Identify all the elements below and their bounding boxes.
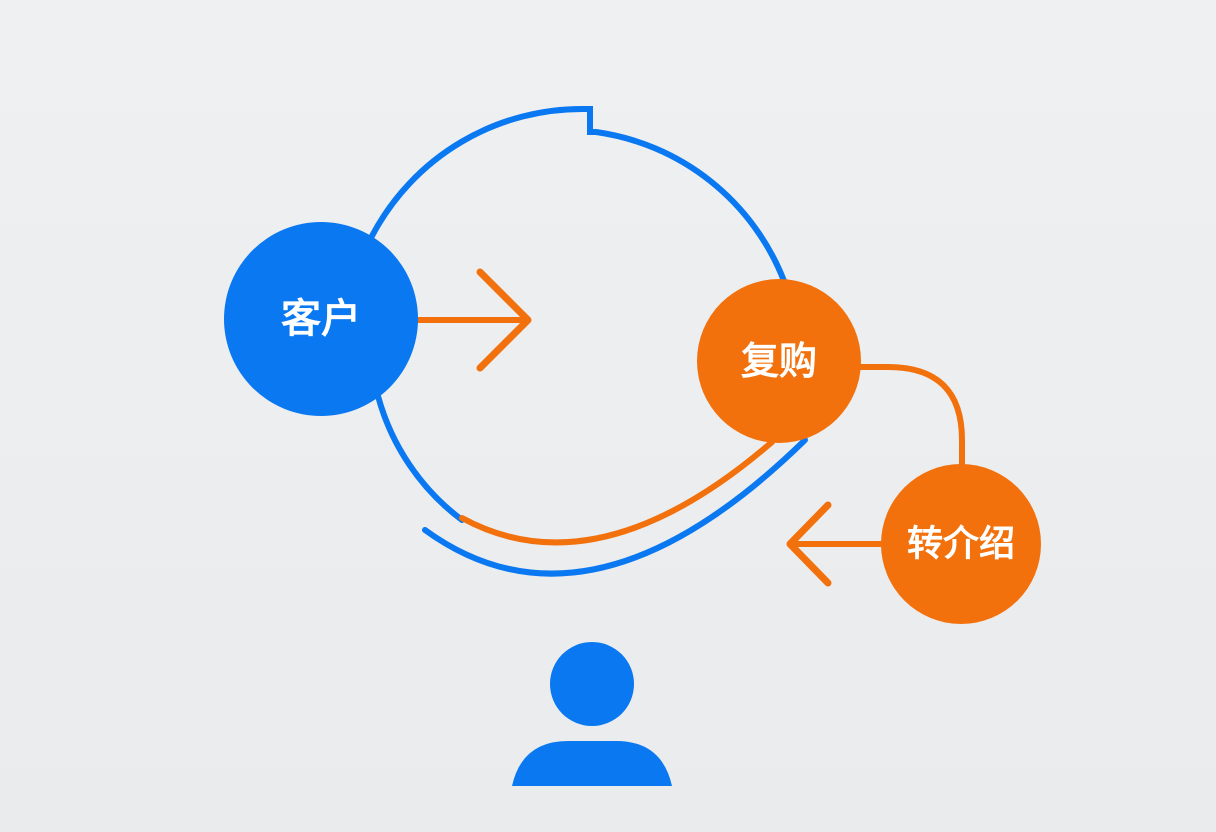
node-customer-circle	[224, 222, 418, 416]
node-customer: 客户	[224, 222, 418, 416]
node-repurchase: 复购	[697, 279, 861, 443]
node-referral: 转介绍	[881, 464, 1041, 624]
node-referral-label: 转介绍	[907, 524, 1015, 565]
node-customer-label: 客户	[281, 296, 361, 342]
node-repurchase-label: 复购	[741, 339, 817, 383]
person-icon-head	[550, 642, 634, 726]
cycle-ring-upper	[369, 105, 787, 284]
arrow-right-icon	[415, 268, 532, 372]
node-repurchase-circle	[697, 279, 861, 443]
arrow-left-icon	[786, 501, 885, 587]
cycle-ring-base	[422, 437, 808, 577]
cycle-ring-left	[375, 393, 465, 523]
person-icon	[512, 642, 672, 786]
repurchase-return-arc	[459, 439, 775, 546]
node-referral-circle	[881, 464, 1041, 624]
person-icon-body	[512, 741, 672, 786]
repurchase-to-referral-connector	[855, 364, 965, 470]
